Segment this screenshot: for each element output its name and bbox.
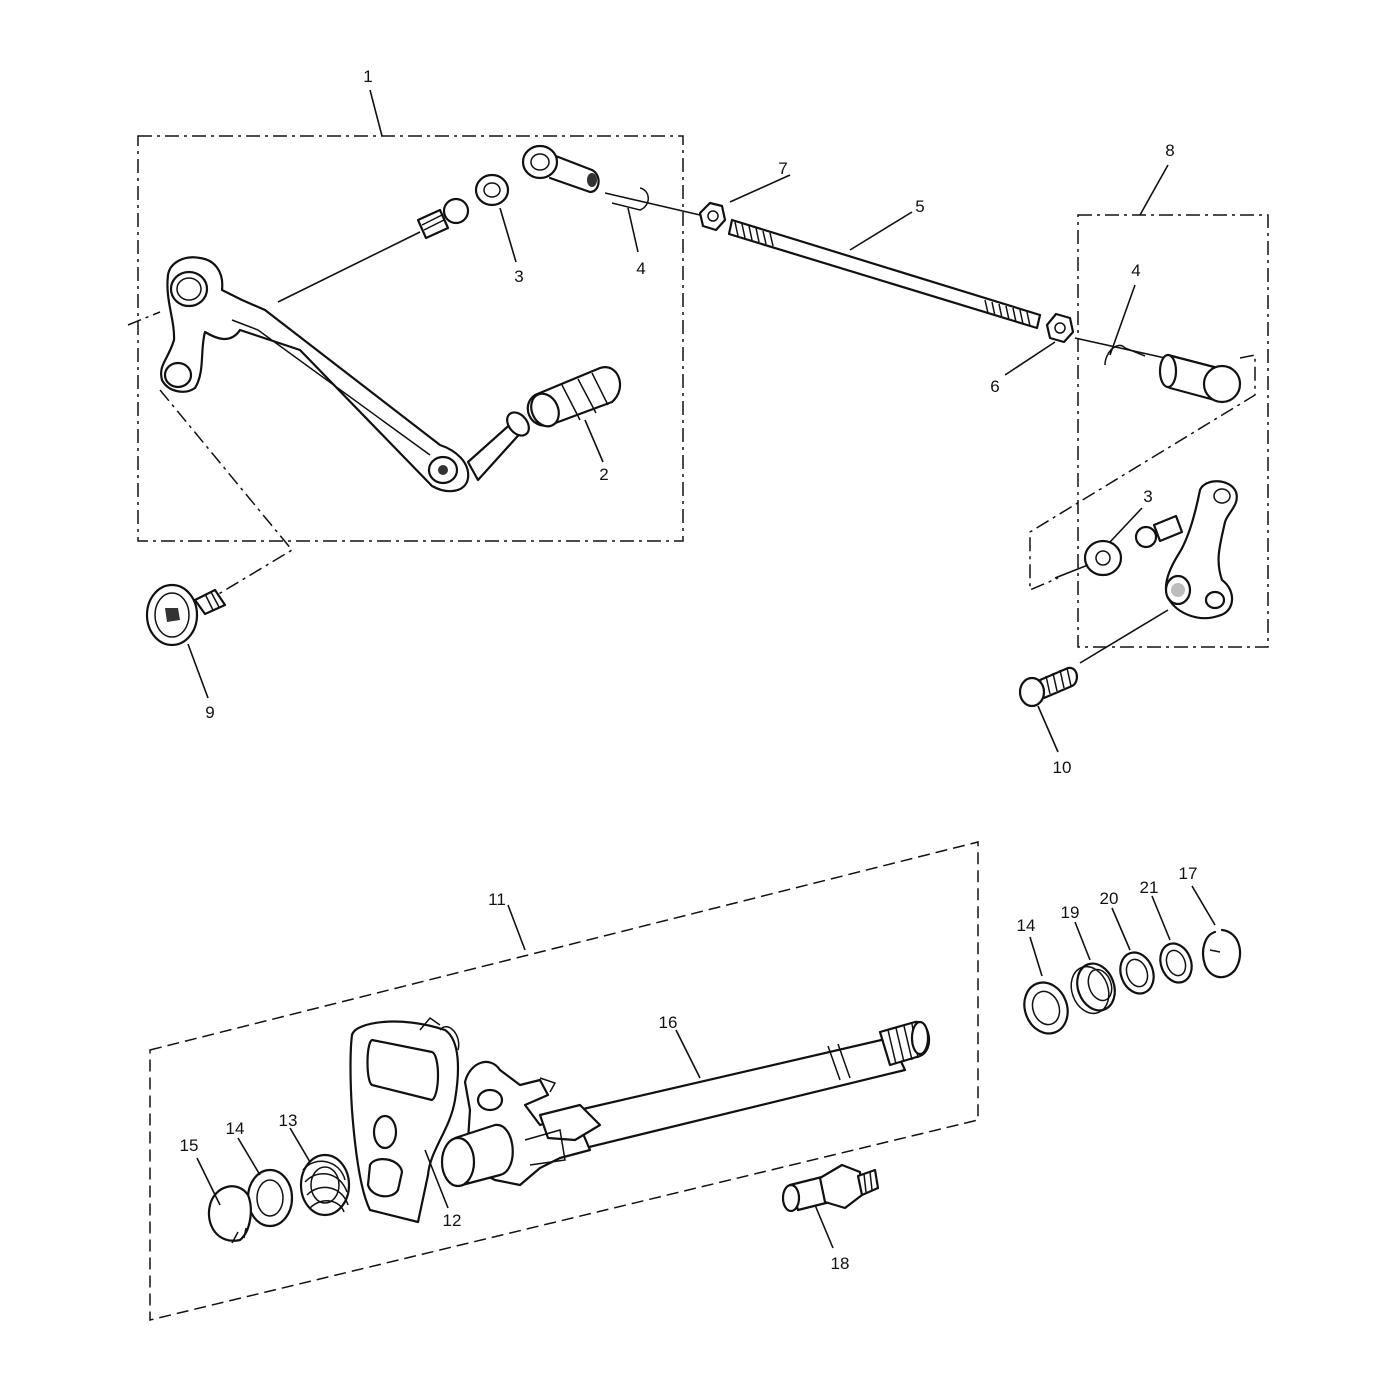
callout-16: 16: [659, 1013, 678, 1032]
shift-arm-boundary: [1077, 214, 1269, 648]
callouts-top-right: 8 4 3: [1109, 141, 1175, 543]
callout-10: 10: [1053, 758, 1072, 777]
callout-5: 5: [915, 197, 924, 216]
rod-end-socket: [521, 144, 600, 194]
selector-shaft-boundary: [149, 841, 979, 1321]
stopper-bolt: 18: [781, 1163, 880, 1273]
callout-6: 6: [990, 377, 999, 396]
callout-15: 15: [180, 1136, 199, 1155]
footrest-rubber: [526, 366, 622, 428]
callout-4-upper: 4: [636, 259, 645, 278]
pivot-bolt-10: 10: [1018, 666, 1078, 777]
callouts-rod: 7 5 6: [729, 159, 1056, 396]
callout-14-left: 14: [226, 1119, 245, 1138]
spacer-washer: [474, 173, 510, 207]
shaft-end-washers: [1023, 928, 1242, 1035]
spring-clip: [604, 187, 701, 216]
rod-end-ball: [1158, 353, 1242, 404]
thrust-washer-right: [1023, 981, 1069, 1035]
callout-17: 17: [1179, 864, 1198, 883]
locknut-7: [698, 201, 727, 232]
callout-14-right: 14: [1017, 916, 1036, 935]
shift-arm-group: [1029, 214, 1269, 664]
callout-8: 8: [1165, 141, 1174, 160]
selector-shaft-group: [149, 841, 979, 1321]
callout-2: 2: [599, 465, 608, 484]
callout-12: 12: [443, 1211, 462, 1230]
washer-20: [1119, 951, 1155, 995]
thrust-washer-left: [246, 1168, 294, 1228]
spring-clip-right: [1074, 337, 1166, 366]
callouts-top-left: 1 2 3 4: [363, 67, 645, 484]
callout-7: 7: [778, 159, 787, 178]
selector-claw-mechanism: [440, 1060, 602, 1188]
linkage-rod-group: [698, 201, 1075, 344]
callout-9: 9: [205, 703, 214, 722]
pivot-bolt-9: 9: [145, 583, 227, 722]
callout-3-right: 3: [1143, 487, 1152, 506]
callout-21: 21: [1140, 878, 1159, 897]
selector-shaft: [568, 1020, 931, 1150]
linkage-rod: [727, 218, 1042, 330]
pedal-assembly-boundary: [137, 135, 684, 542]
spacer-washer-right: [1054, 539, 1123, 579]
return-spring: [299, 1153, 351, 1217]
ball-stud-right: [1134, 514, 1184, 549]
callout-4-right: 4: [1131, 261, 1140, 280]
callouts-bottom: 11 16 12 13 14 15: [180, 890, 701, 1230]
washer-21: [1159, 942, 1193, 984]
callout-19: 19: [1061, 903, 1080, 922]
callout-18: 18: [831, 1254, 850, 1273]
locknut-6: [1045, 312, 1075, 344]
gear-pedal-arm: [160, 256, 530, 493]
callout-20: 20: [1100, 889, 1119, 908]
callout-13: 13: [279, 1111, 298, 1130]
shift-arm: [1164, 480, 1238, 620]
ball-joint-stud: [277, 197, 470, 303]
callout-3-upper: 3: [514, 267, 523, 286]
bush-19: [1070, 962, 1116, 1015]
callout-1: 1: [363, 67, 372, 86]
selector-plate: [349, 1016, 460, 1224]
circlip-left: [207, 1185, 252, 1244]
callout-11: 11: [488, 890, 506, 909]
pedal-assembly-group: [127, 135, 701, 599]
circlip-right: [1201, 928, 1242, 979]
callouts-washers: 14 19 20 21 17: [1017, 864, 1216, 977]
